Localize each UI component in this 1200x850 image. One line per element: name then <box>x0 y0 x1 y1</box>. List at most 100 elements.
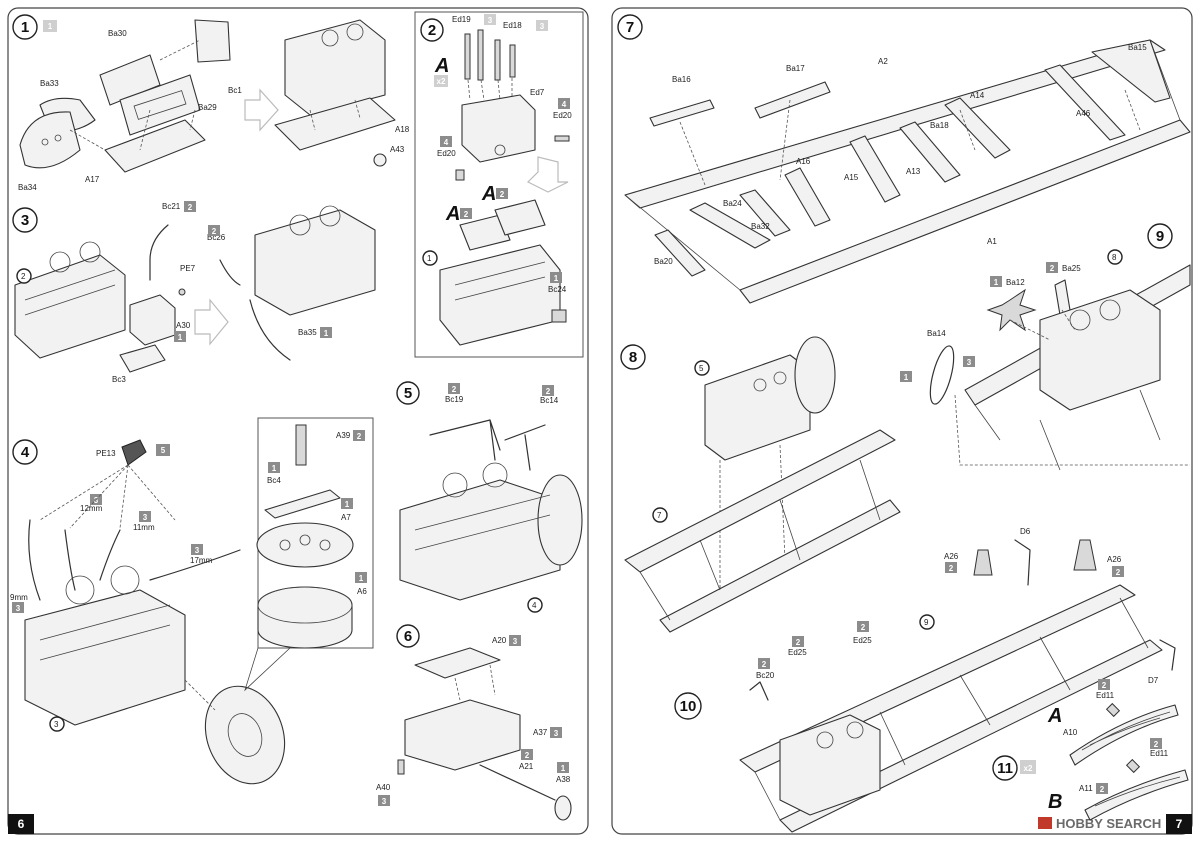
label-9mm: 9mm <box>10 593 28 602</box>
part-bc26-hose <box>219 259 241 286</box>
label-ba17: Ba17 <box>786 64 805 73</box>
ref-step-1-number: 1 <box>427 254 432 263</box>
svg-text:1: 1 <box>345 500 350 509</box>
label-ba15: Ba15 <box>1128 43 1147 52</box>
part-bc3-mount <box>119 344 166 373</box>
ed20-badge-right: 4 <box>558 98 570 109</box>
svg-text:3: 3 <box>513 637 518 646</box>
label-a7: A7 <box>341 513 351 522</box>
svg-text:2: 2 <box>464 210 469 219</box>
step-3-engine <box>14 254 126 359</box>
ed11-top-badge: 2 <box>1098 679 1110 690</box>
ref-step-7-number: 7 <box>657 511 662 520</box>
svg-text:3: 3 <box>382 797 387 806</box>
label-bc4: Bc4 <box>267 476 281 485</box>
part-bc24 <box>551 309 567 323</box>
bc26-badge: 2 <box>208 225 220 236</box>
part-bc14-pipe <box>504 424 546 471</box>
part-ba14-belt <box>929 345 955 405</box>
label-ba32: Ba32 <box>751 222 770 231</box>
step-1-engine-block <box>284 19 386 116</box>
step-2-number: 2 <box>428 22 436 39</box>
label-ed20-right: Ed20 <box>553 111 572 120</box>
svg-text:3: 3 <box>540 22 545 31</box>
wire-12mm <box>64 529 76 591</box>
wire-9mm-badge: 3 <box>12 602 24 613</box>
step-7-number: 7 <box>626 19 634 36</box>
part-ed19-bolt-2 <box>477 29 484 81</box>
a7-badge: 1 <box>341 498 353 509</box>
ref-step-5-marker <box>694 360 710 376</box>
step-5-flywheel <box>537 474 583 566</box>
step-2-panel <box>414 11 584 358</box>
part-a13-member <box>899 121 961 183</box>
part-a16-member <box>784 167 831 227</box>
part-ed18-bolt <box>494 39 501 81</box>
step-5-number: 5 <box>404 385 412 402</box>
label-ba29: Ba29 <box>198 103 217 112</box>
label-a14: A14 <box>970 91 985 100</box>
label-pe13: PE13 <box>96 449 116 458</box>
svg-text:4: 4 <box>444 138 449 147</box>
label-17mm: 17mm <box>190 556 213 565</box>
ba12-badge: 1 <box>990 276 1002 287</box>
step-7: 7 Ba16 Ba17 A2 Ba15 A14 A46 Ba18 A16 A15… <box>617 14 1191 304</box>
watermark-logo-icon <box>1038 817 1052 829</box>
step-6: 6 A20 3 A37 3 2 A21 1 A38 A40 3 <box>376 624 572 821</box>
part-bc20 <box>749 681 769 701</box>
svg-text:2: 2 <box>1116 568 1121 577</box>
svg-text:1: 1 <box>359 574 364 583</box>
step-7-marker <box>617 14 643 40</box>
part-a1-rail <box>739 119 1191 304</box>
part-a17-base <box>104 119 206 173</box>
times2-badge-step11: x2 <box>1020 760 1036 774</box>
step-8-engine <box>704 354 811 461</box>
step-11-number: 11 <box>997 760 1013 777</box>
wire-9mm <box>28 519 41 601</box>
right-page-frame <box>611 7 1193 835</box>
ref-step-7-marker <box>652 507 668 523</box>
ed18-badge: 3 <box>536 20 548 31</box>
a6-badge: 1 <box>355 572 367 583</box>
ref-step-4-number: 4 <box>532 601 537 610</box>
label-a18: A18 <box>395 125 410 134</box>
part-a14-member <box>944 97 1011 159</box>
label-a13: A13 <box>906 167 921 176</box>
label-pe7: PE7 <box>180 264 196 273</box>
left-page-number: 6 <box>18 817 25 831</box>
label-ba16: Ba16 <box>672 75 691 84</box>
part-a39-shaft <box>295 424 307 466</box>
step-2: 2 A x2 Ed19 3 Ed18 3 Ed7 4 Ed20 4 Ed20 A… <box>414 11 584 358</box>
svg-text:2: 2 <box>861 623 866 632</box>
ref-step-4-marker <box>527 597 543 613</box>
label-ba24: Ba24 <box>723 199 742 208</box>
svg-text:2: 2 <box>949 564 954 573</box>
part-ed20-right <box>554 135 570 142</box>
ref-step-1-marker <box>422 250 438 266</box>
step-4-number: 4 <box>21 444 30 461</box>
variant-a-right: A <box>481 183 496 205</box>
svg-text:x2: x2 <box>1024 764 1033 773</box>
step-5-engine <box>399 479 561 601</box>
part-ba25-bracket <box>1054 279 1071 316</box>
step-11: 11 x2 A 2 Ed11 A10 B 2 Ed11 A11 2 <box>992 679 1189 821</box>
svg-text:1: 1 <box>561 764 566 773</box>
step-4-marker <box>12 439 38 465</box>
step-2-head-left <box>459 214 511 251</box>
svg-text:3: 3 <box>94 496 99 505</box>
svg-text:2: 2 <box>525 751 530 760</box>
svg-text:2: 2 <box>1154 740 1159 749</box>
part-a46-member <box>1044 64 1126 141</box>
svg-text:3: 3 <box>488 16 493 25</box>
right-page-number: 7 <box>1176 817 1183 831</box>
part-ba24-member <box>689 202 771 249</box>
part-a40 <box>397 759 405 775</box>
part-pe13-terminal <box>121 439 147 466</box>
label-ed18: Ed18 <box>503 21 522 30</box>
label-11mm: 11mm <box>133 523 155 532</box>
label-ba25: Ba25 <box>1062 264 1081 273</box>
ref-step-9-marker <box>919 614 935 630</box>
wire-11mm <box>99 529 121 581</box>
svg-text:2: 2 <box>500 190 505 199</box>
label-a16: A16 <box>796 157 811 166</box>
